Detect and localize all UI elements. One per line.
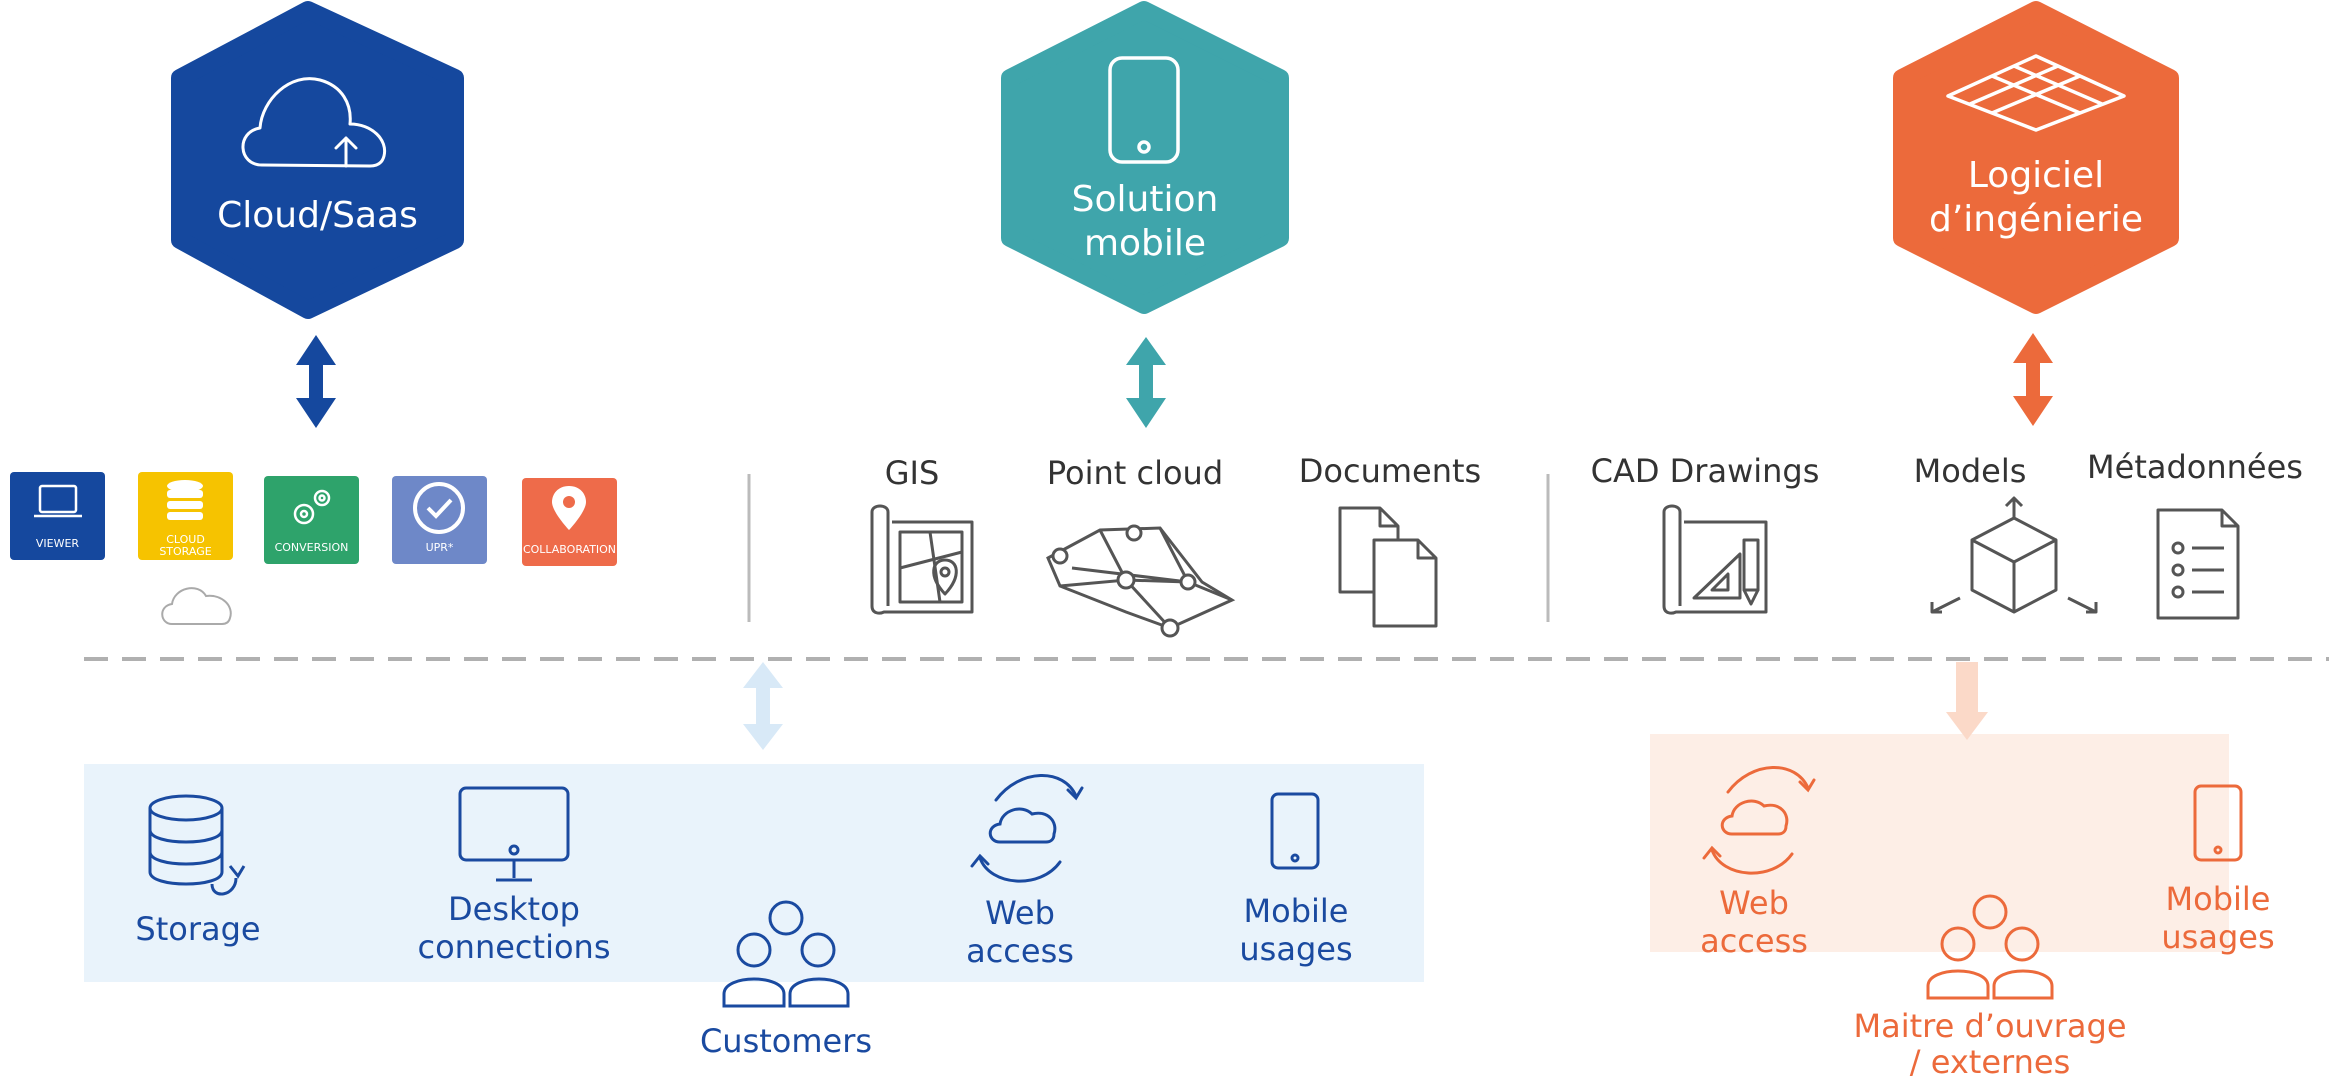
web-label-line1: Web [985,894,1055,932]
point-cloud-icon [1046,524,1236,638]
desktop-connections-label: Desktop connections [414,890,614,966]
web-label-line2-orange: access [1700,922,1808,960]
desktop-label-line2: connections [417,928,611,966]
desktop-monitor-icon [458,786,570,882]
mobile-phone-icon-blue [1270,792,1320,870]
web-cloud-sync-icon [970,774,1084,883]
gis-map-icon [870,504,974,615]
check-circle-icon [413,482,465,534]
mobile-label-line2: mobile [1083,223,1207,264]
gears-icon [293,489,331,525]
engineering-double-arrow [2013,333,2053,426]
customers-people-icon [722,900,850,1008]
documents-icon [1338,506,1438,628]
web-label-line1-orange: Web [1719,884,1789,922]
engineering-hexagon [1893,1,2179,314]
customers-panel [84,764,1424,982]
cad-drawing-icon [1662,504,1768,615]
engineering-software-label: Logiciel d’ingénierie [1902,154,2170,242]
owner-people-icon [1926,894,2054,1000]
cloud-double-arrow [296,335,336,428]
storage-label: Storage [135,910,261,948]
app-label-cloud-storage: CLOUD STORAGE [138,534,233,558]
grid-plane-icon [1946,54,2126,132]
owner-light-arrow [1946,662,1988,740]
app-label-collaboration: COLLABORATION [522,543,617,556]
cloud-upload-icon [241,77,387,168]
small-cloud-icon [161,587,232,625]
gis-label: GIS [884,454,940,492]
customers-label: Customers [699,1022,873,1060]
customers-light-arrow [743,662,783,750]
app-tile-viewer: VIEWER [10,472,105,560]
metadata-list-icon [2156,508,2240,620]
owner-label-line2: / externes [1909,1043,2071,1081]
mobile-label-line2-blue: usages [1239,930,1353,968]
owner-label: Maitre d’ouvrage / externes [1840,1008,2140,1080]
web-access-label: Web access [940,894,1100,970]
mobile-solution-label: Solution mobile [1010,178,1280,266]
point-cloud-label: Point cloud [1046,454,1224,492]
cad-drawings-label: CAD Drawings [1590,452,1820,490]
app-tile-cloud-storage: CLOUD STORAGE [138,472,233,560]
owner-panel [1650,734,2229,952]
smartphone-icon [1108,56,1180,164]
models-label: Models [1913,452,2027,490]
engineering-label-line2: d’ingénierie [1928,199,2144,240]
owner-label-line1: Maitre d’ouvrage [1853,1007,2127,1045]
database-icon [167,480,203,520]
desktop-label-line1: Desktop [448,890,580,928]
metadata-label: Métadonnées [2087,448,2303,486]
cloud-hexagon [171,1,464,319]
storage-database-icon [148,794,246,896]
location-pin-icon [552,486,586,530]
app-tile-collaboration: COLLABORATION [522,478,617,566]
laptop-icon [34,484,82,518]
mobile-double-arrow [1126,337,1166,428]
models-cube-icon [1930,496,2098,614]
app-label-storage: STORAGE [159,545,212,558]
app-label-viewer: VIEWER [35,537,80,550]
app-label-cloud: CLOUD [166,533,205,546]
web-label-line2: access [966,932,1074,970]
mobile-usages-label: Mobile usages [1216,892,1376,968]
mobile-label-line1: Solution [1071,179,1219,220]
app-label-conversion: CONVERSION [274,541,349,554]
app-tile-conversion: CONVERSION [264,476,359,564]
mobile-phone-icon-orange [2193,784,2243,862]
mobile-label-line2-orange: usages [2161,918,2275,956]
app-label-upr: UPR* [425,541,454,554]
engineering-label-line1: Logiciel [1967,155,2105,196]
documents-label: Documents [1298,452,1482,490]
web-access-label-orange: Web access [1674,884,1834,960]
mobile-label-line1-orange: Mobile [2165,880,2271,918]
cloud-saas-label: Cloud/Saas [217,195,418,236]
mobile-usages-label-orange: Mobile usages [2138,880,2298,956]
mobile-hexagon [1001,1,1289,314]
web-cloud-sync-icon-orange [1702,766,1816,875]
mobile-label-line1-blue: Mobile [1243,892,1349,930]
app-tile-upr: UPR* [392,476,487,564]
